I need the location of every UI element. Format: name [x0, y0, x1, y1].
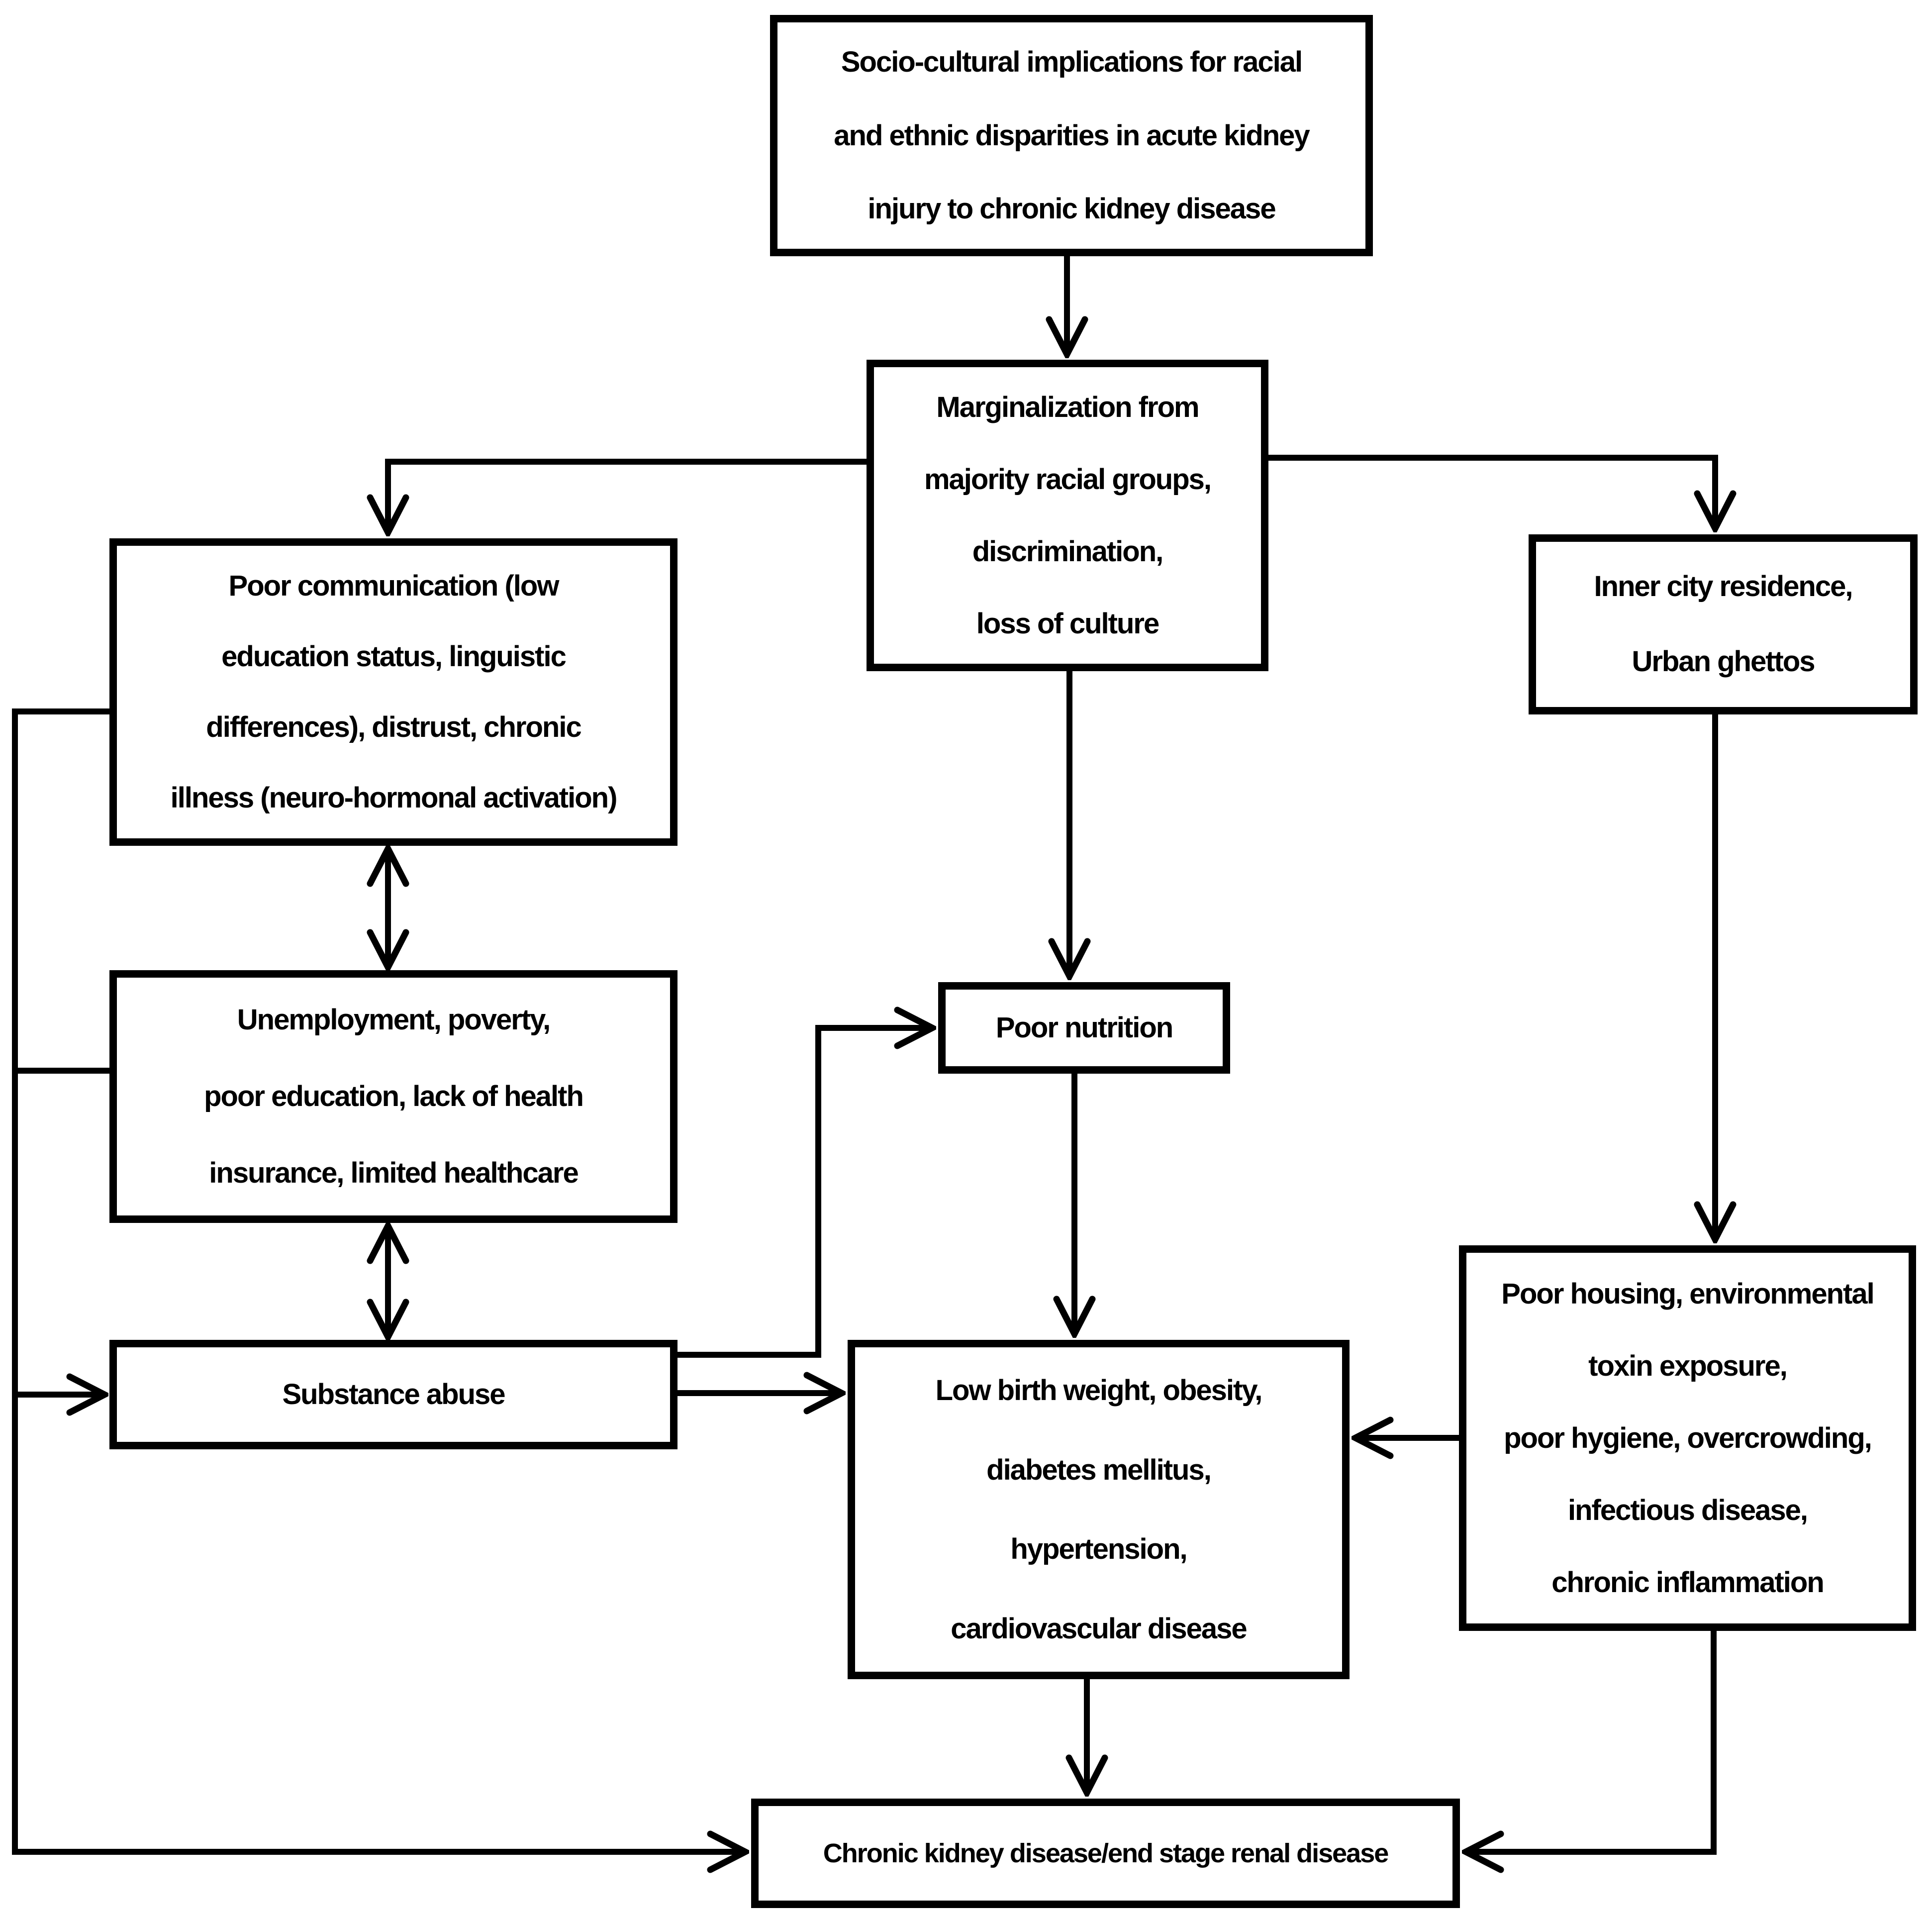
node-marginalization: Marginalization from majority racial gro… [867, 360, 1268, 671]
node-text-line: insurance, limited healthcare [209, 1156, 579, 1189]
node-text-line: Chronic kidney disease/end stage renal d… [823, 1838, 1389, 1868]
node-inner-city-residence: Inner city residence, Urban ghettos [1529, 534, 1918, 714]
node-text-line: Poor nutrition [995, 1011, 1173, 1044]
node-text-line: hypertension, [1010, 1533, 1187, 1565]
node-text-line: discrimination, [972, 535, 1164, 568]
node-text-line: Substance abuse [282, 1378, 505, 1411]
node-text-line: loss of culture [976, 607, 1159, 640]
node-text-line: majority racial groups, [924, 463, 1212, 496]
node-text-line: Low birth weight, obesity, [935, 1374, 1263, 1407]
node-chronic-kidney-disease: Chronic kidney disease/end stage renal d… [751, 1799, 1460, 1908]
node-text-line: poor hygiene, overcrowding, [1504, 1422, 1872, 1454]
node-text-line: Inner city residence, [1594, 570, 1853, 603]
node-text-line: chronic inflammation [1551, 1566, 1825, 1599]
node-unemployment-poverty: Unemployment, poverty, poor education, l… [109, 970, 677, 1223]
arrow-poor-housing-to-ckd [1466, 1631, 1717, 1852]
node-text-line: toxin exposure, [1588, 1350, 1788, 1382]
node-text-line: diabetes mellitus, [986, 1453, 1212, 1486]
node-text-line: Poor communication (low [228, 569, 560, 602]
node-substance-abuse: Substance abuse [109, 1340, 677, 1449]
arrow-marginalization-to-inner-city [1268, 455, 1715, 528]
node-text-line: Socio-cultural implications for racial [841, 45, 1303, 78]
arrow-substance-abuse-to-poor-nutrition [677, 1028, 932, 1358]
node-text-line: infectious disease, [1568, 1494, 1808, 1526]
rail-left-to-ckd [12, 708, 745, 1852]
node-poor-nutrition: Poor nutrition [938, 982, 1230, 1074]
node-poor-communication: Poor communication (low education status… [109, 538, 677, 846]
node-text-line: Urban ghettos [1632, 645, 1815, 678]
node-text-line: differences), distrust, chronic [206, 711, 581, 743]
arrow-marginalization-to-poor-communication [388, 459, 867, 532]
node-text-line: education status, linguistic [221, 640, 567, 673]
node-low-birth-weight: Low birth weight, obesity, diabetes mell… [848, 1340, 1350, 1679]
node-text-line: illness (neuro-hormonal activation) [170, 782, 618, 814]
node-text-line: poor education, lack of health [204, 1080, 584, 1113]
node-socio-cultural-implications: Socio-cultural implications for racial a… [770, 15, 1373, 256]
node-text-line: Unemployment, poverty, [237, 1004, 551, 1036]
node-text-line: injury to chronic kidney disease [868, 193, 1276, 225]
node-text-line: cardiovascular disease [951, 1612, 1247, 1645]
node-text-line: and ethnic disparities in acute kidney [834, 119, 1310, 152]
node-poor-housing: Poor housing, environmental toxin exposu… [1459, 1245, 1916, 1631]
node-text-line: Poor housing, environmental [1501, 1278, 1874, 1310]
node-text-line: Marginalization from [936, 391, 1199, 423]
